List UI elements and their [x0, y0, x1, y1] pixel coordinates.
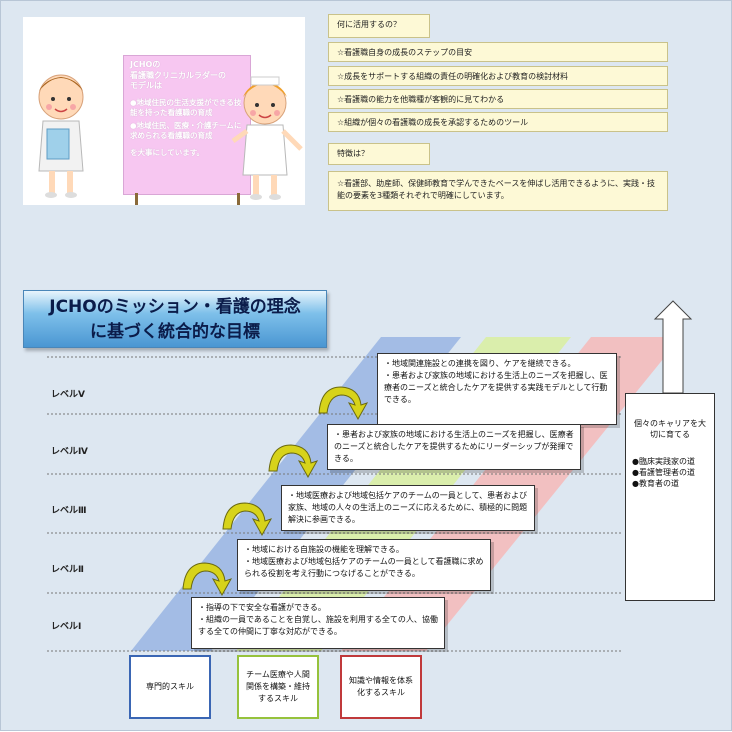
level-i-line: ・組織の一員であることを自覚し、施設を利用する全ての人、協働する全ての仲間に丁寧…: [198, 615, 438, 636]
board-leg: [135, 193, 138, 205]
nurse-character-left-icon: [38, 74, 84, 198]
board-leg: [237, 193, 240, 205]
level-i-line: ・指導の下で安全な看護ができる。: [198, 603, 326, 612]
title-line-2: に基づく統合的な目標: [90, 322, 260, 342]
skill-label-specialist: 専門的スキル: [129, 655, 211, 719]
board-item: ●地域住民の生活支援ができる技能を持った看護職の育成: [130, 97, 242, 118]
purpose-item: ☆成長をサポートする組織の責任の明確化および教育の検討材料: [328, 66, 668, 86]
level-iv-description: ・患者および家族の地域における生活上のニーズを把握し、医療者のニーズと統合したケ…: [327, 424, 581, 470]
board-footer: を大事にしています。: [130, 147, 205, 157]
step-arrow-icon: [182, 562, 233, 597]
ladder-model-illustration: JCHOの 看護職クリニカルラダーの モデルは ●地域住民の生活支援ができる技能…: [23, 17, 305, 205]
level-v-line: ・患者および家族の地域における生活上のニーズを把握し、医療者のニーズと統合したケ…: [384, 371, 608, 404]
title-line-1: JCHOのミッション・看護の理念: [49, 297, 301, 317]
purpose-item: ☆組織が個々の看護職の成長を承認するためのツール: [328, 112, 668, 132]
level-v-description: ・地域関連施設との連携を図り、ケアを継続できる。 ・患者および家族の地域における…: [377, 353, 617, 425]
level-label-i: レベルⅠ: [51, 622, 82, 632]
level-ii-description: ・地域における自施設の機能を理解できる。 ・地域医療および地域包括ケアのチームの…: [237, 539, 491, 591]
ladder-title: JCHOのミッション・看護の理念 に基づく統合的な目標: [23, 290, 327, 348]
features-description: ☆看護部、助産師、保健師教育で学んできたベースを伸ばし活用できるように、実践・技…: [328, 171, 668, 211]
level-iv-line: ・患者および家族の地域における生活上のニーズを把握し、医療者のニーズと統合したケ…: [334, 430, 574, 463]
level-v-line: ・地域関連施設との連携を図り、ケアを継続できる。: [384, 359, 576, 368]
level-i-description: ・指導の下で安全な看護ができる。 ・組織の一員であることを自覚し、施設を利用する…: [191, 597, 445, 649]
step-arrow-icon: [222, 502, 273, 537]
board-item: ●地域住民、医療・介護チームに求められる看護職の育成: [130, 120, 242, 141]
skill-label-teamwork: チーム医療や人間関係を構築・維持するスキル: [237, 655, 319, 719]
career-path: ●看護管理者の道: [632, 468, 695, 477]
career-box: 個々のキャリアを大切に育てる ●臨床実践家の道 ●看護管理者の道 ●教育者の道: [625, 393, 715, 601]
career-path: ●教育者の道: [632, 479, 679, 488]
features-label: 特徴は？: [328, 143, 430, 165]
purpose-item: ☆看護職の能力を他職種が客観的に見てわかる: [328, 89, 668, 109]
level-label-iii: レベルⅢ: [51, 506, 87, 516]
board-heading: JCHOの 看護職クリニカルラダーの モデルは: [130, 60, 226, 90]
purpose-label: 何に活用するの？: [328, 14, 430, 38]
step-arrow-icon: [318, 386, 369, 421]
nurse-character-right-icon: [231, 76, 303, 200]
career-title: 個々のキャリアを大切に育てる: [634, 419, 706, 439]
purpose-item: ☆看護職自身の成長のステップの目安: [328, 42, 668, 62]
level-label-ii: レベルⅡ: [51, 565, 84, 575]
level-label-iv: レベルⅣ: [51, 447, 88, 457]
level-ii-line: ・地域における自施設の機能を理解できる。: [244, 545, 404, 554]
level-iii-line: ・地域医療および地域包括ケアのチームの一員として、患者および家族、地域の人々の生…: [288, 491, 528, 524]
model-board: JCHOの 看護職クリニカルラダーの モデルは ●地域住民の生活支援ができる技能…: [123, 55, 251, 195]
level-iii-description: ・地域医療および地域包括ケアのチームの一員として、患者および家族、地域の人々の生…: [281, 485, 535, 531]
step-arrow-icon: [268, 444, 319, 479]
level-ii-line: ・地域医療および地域包括ケアのチームの一員として看護職に求められる役割を考え行動…: [244, 557, 484, 578]
career-path: ●臨床実践家の道: [632, 457, 695, 466]
level-label-v: レベルⅤ: [51, 390, 85, 400]
skill-label-knowledge: 知識や情報を体系化するスキル: [340, 655, 422, 719]
